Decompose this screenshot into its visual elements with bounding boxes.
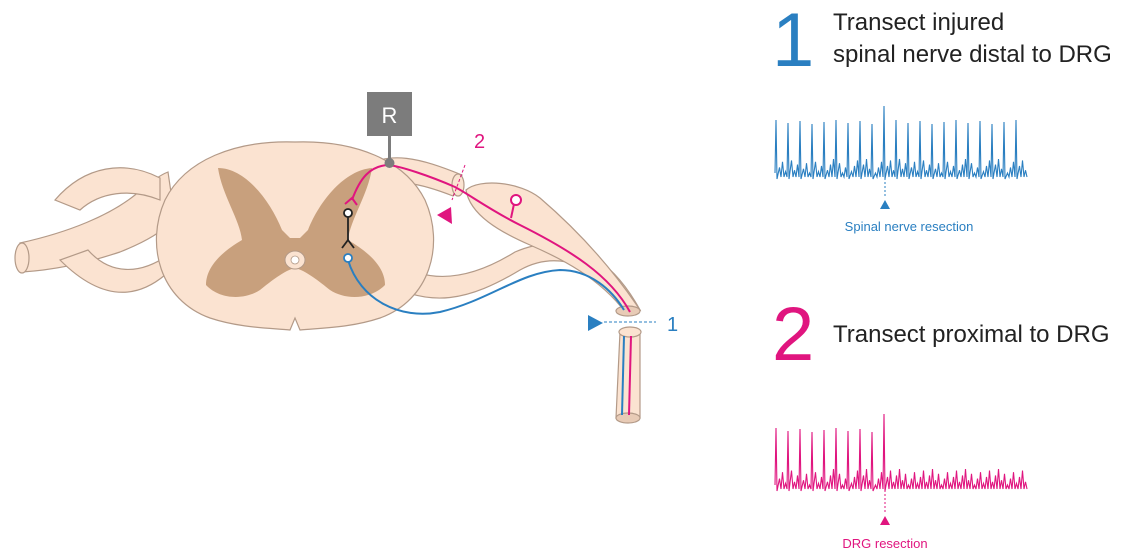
step-1-trace-marker: [880, 200, 890, 209]
step-1-line-2: spinal nerve distal to DRG: [833, 41, 1112, 68]
left-nerve-branch-lower: [60, 250, 168, 292]
step-1-number: 1: [772, 0, 814, 83]
drg-cell-body: [511, 195, 521, 205]
distal-nerve-stump: [616, 332, 640, 418]
step-1-trace-label: Spinal nerve resection: [845, 219, 974, 234]
cut-2-label: 2: [474, 131, 485, 153]
step-2-trace-label: DRG resection: [842, 536, 927, 551]
cut-1-arrow: [588, 315, 603, 331]
recorder-label: R: [382, 103, 398, 128]
step-2-line-1: Transect proximal to DRG: [833, 321, 1110, 348]
step-1-trace: [775, 106, 1027, 179]
step-2-panel: 2 Transect proximal to DRG DRG resection: [772, 292, 1110, 551]
step-1-line-1: Transect injured: [833, 9, 1004, 36]
spinal-cord-section: [15, 142, 641, 423]
left-nerve-cut-end: [15, 243, 29, 273]
step-2-number: 2: [772, 292, 814, 377]
cut-2-arrow: [437, 207, 452, 224]
step-1-panel: 1 Transect injured spinal nerve distal t…: [772, 0, 1112, 234]
cut-1-label: 1: [667, 314, 678, 336]
interneuron-body: [344, 209, 352, 217]
step-2-trace: [775, 414, 1027, 491]
step-2-trace-marker: [880, 516, 890, 525]
distal-stump-bottom: [616, 413, 640, 423]
ventral-neuron-body: [344, 254, 352, 262]
white-matter: [156, 142, 433, 330]
distal-stump-top: [619, 327, 641, 337]
electrode-tip: [385, 158, 395, 168]
